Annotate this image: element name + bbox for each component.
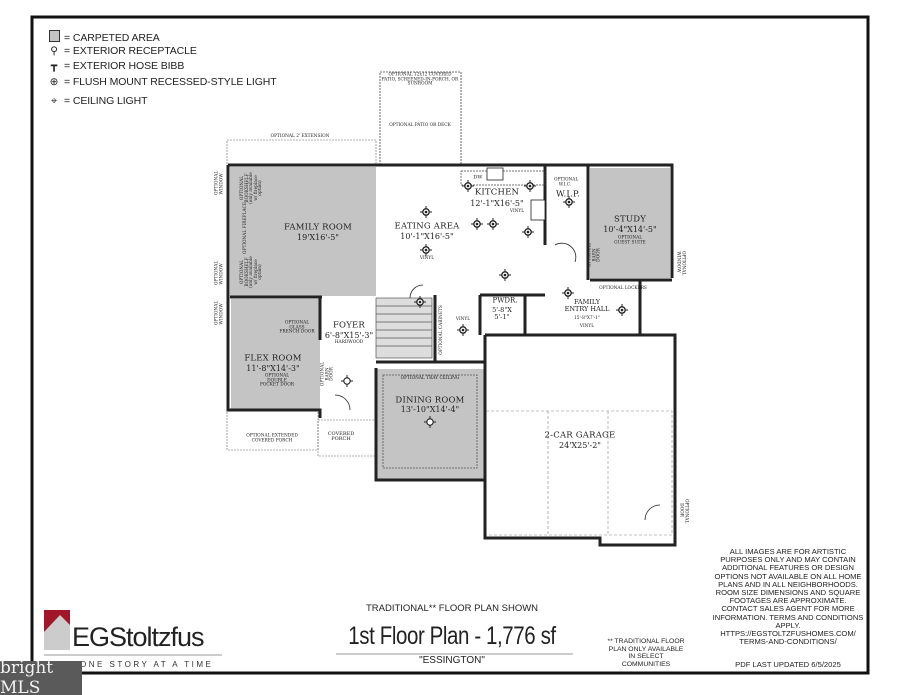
garage-label: 2-CAR GARAGE — [544, 430, 616, 441]
sheet-border — [30, 15, 870, 675]
legend-recessed-light: ⊕= FLUSH MOUNT RECESSED-STYLE LIGHT — [44, 76, 277, 88]
study-note: OPTIONAL GUEST SUITE — [614, 235, 646, 245]
optional-deck-note: OPTIONAL PATIO OR DECK — [389, 122, 451, 128]
legend-receptacle: ⚲= EXTERIOR RECEPTACLE — [44, 45, 197, 57]
double-pocket-door-note: OPTIONAL DOUBLE POCKET DOOR — [259, 373, 294, 388]
study-label: STUDY — [613, 214, 647, 225]
eating-area-floor: VINYL — [419, 255, 435, 261]
carpet-swatch-icon — [44, 30, 64, 44]
egstoltzfus-logo-mark — [44, 610, 222, 656]
wic-note: OPTIONAL W.I.C. — [554, 177, 579, 187]
powder-dim: 5'-8"X 5'-1" — [492, 306, 512, 321]
flex-room-dim: 11'-8"X14'-3" — [246, 363, 300, 373]
traditional-availability-note: ** TRADITIONAL FLOOR PLAN ONLY AVAILABLE… — [607, 638, 685, 668]
recessed-light-icon: ⊕ — [49, 76, 59, 88]
eating-area-dim: 10'-1"X16'-5" — [400, 231, 454, 241]
optional-window-note: OPTIONAL WINDOW — [214, 170, 225, 195]
foyer-dim: 6'-8"X15'-3" — [324, 330, 374, 340]
optional-fireplace-note: OPTIONAL FIREPLACE — [242, 202, 248, 254]
plan-title: 1st Floor Plan - 1,776 sf — [348, 621, 556, 650]
foyer-floor: HARDWOOD — [334, 339, 364, 345]
optional-extension-note: OPTIONAL 2' EXTENSION — [270, 133, 330, 139]
bright-mls-logo: bright MLS — [0, 658, 54, 695]
family-room-label: FAMILY ROOM — [283, 222, 353, 233]
extended-porch-note: OPTIONAL EXTENDED COVERED PORCH — [246, 433, 298, 443]
flex-room-label: FLEX ROOM — [244, 353, 302, 364]
glass-french-door-note: OPTIONAL GLASS FRENCH DOOR — [279, 320, 315, 335]
hose-bibb-icon: ┳ — [50, 60, 58, 72]
dishwasher-label: DW — [473, 174, 483, 181]
barn-door-note: OPTIONAL BARN DOOR — [587, 242, 602, 268]
ceiling-light-icon: ⌖ — [51, 95, 57, 107]
study-carpet — [590, 168, 670, 278]
disclaimer: ALL IMAGES ARE FOR ARTISTIC PURPOSES ONL… — [712, 547, 864, 647]
dining-room-dim: 13'-10"X14'-4" — [400, 404, 460, 414]
legend-ceiling-light: ⌖= CEILING LIGHT — [44, 95, 147, 108]
flex-room-carpet — [231, 299, 320, 410]
entry-hall-label: FAMILY ENTRY HALL — [564, 298, 610, 313]
plan-shown-note: TRADITIONAL** FLOOR PLAN SHOWN — [365, 603, 539, 615]
exterior-receptacle-icon: ⚲ — [50, 45, 58, 57]
wip-label: W.I.P. — [556, 189, 580, 200]
barn-door-note: OPTIONAL BARN DOOR — [320, 361, 335, 387]
model-name: "ESSINGTON" — [419, 654, 485, 666]
tray-ceiling-note: OPTIONAL TRAY CEILING — [400, 375, 460, 381]
optional-cabinets-note: OPTIONAL CABINETS — [438, 305, 444, 355]
hall-floor: VINYL — [455, 316, 471, 322]
legend-hose-bibb: ┳= EXTERIOR HOSE BIBB — [44, 60, 184, 72]
powder-label: PWDR. — [492, 296, 518, 305]
optional-patio-note: OPTIONAL 12x12 COVERED PATIO, SCREENED-I… — [381, 72, 459, 87]
family-room-carpet — [230, 167, 376, 296]
foyer-label: FOYER — [332, 320, 366, 331]
last-updated: PDF LAST UPDATED 6/5/2025 — [735, 660, 841, 670]
kitchen-dim: 12'-1"X16'-5" — [470, 198, 524, 208]
kitchen-label: KITCHEN — [474, 187, 520, 198]
bright-mls-watermark: bright MLS — [0, 658, 82, 695]
legend-carpeted: = CARPETED AREA — [44, 30, 160, 44]
eating-area-label: EATING AREA — [394, 221, 460, 232]
covered-porch-label: COVERED PORCH — [327, 430, 355, 442]
kitchen-floor: VINYL — [509, 208, 525, 214]
optional-lockers-note: OPTIONAL LOCKERS — [599, 285, 647, 291]
optional-window-note: OPTIONAL WINDOW — [676, 251, 686, 276]
brand-name: EGStoltzfus — [72, 622, 205, 652]
optional-garage-door-note: OPTIONAL DOOR — [679, 499, 689, 524]
entry-hall-floor: VINYL — [579, 323, 595, 329]
entry-hall-dim: 15'-8"X7'-1" — [574, 315, 600, 321]
brand-tagline: ONE STORY AT A TIME — [80, 660, 214, 669]
optional-window-note: OPTIONAL WINDOW — [214, 260, 225, 285]
garage-dim: 24'X25'-2" — [559, 440, 601, 450]
family-room-dim: 19'X16'-5" — [297, 232, 339, 242]
study-dim: 10'-4"X14'-5" — [603, 224, 657, 234]
optional-window-note: OPTIONAL WINDOW — [214, 300, 225, 325]
dining-room-label: DINING ROOM — [395, 395, 465, 406]
optional-bookshelf-note: OPTIONAL BOOKSHELF (only available w/ fi… — [239, 256, 263, 288]
